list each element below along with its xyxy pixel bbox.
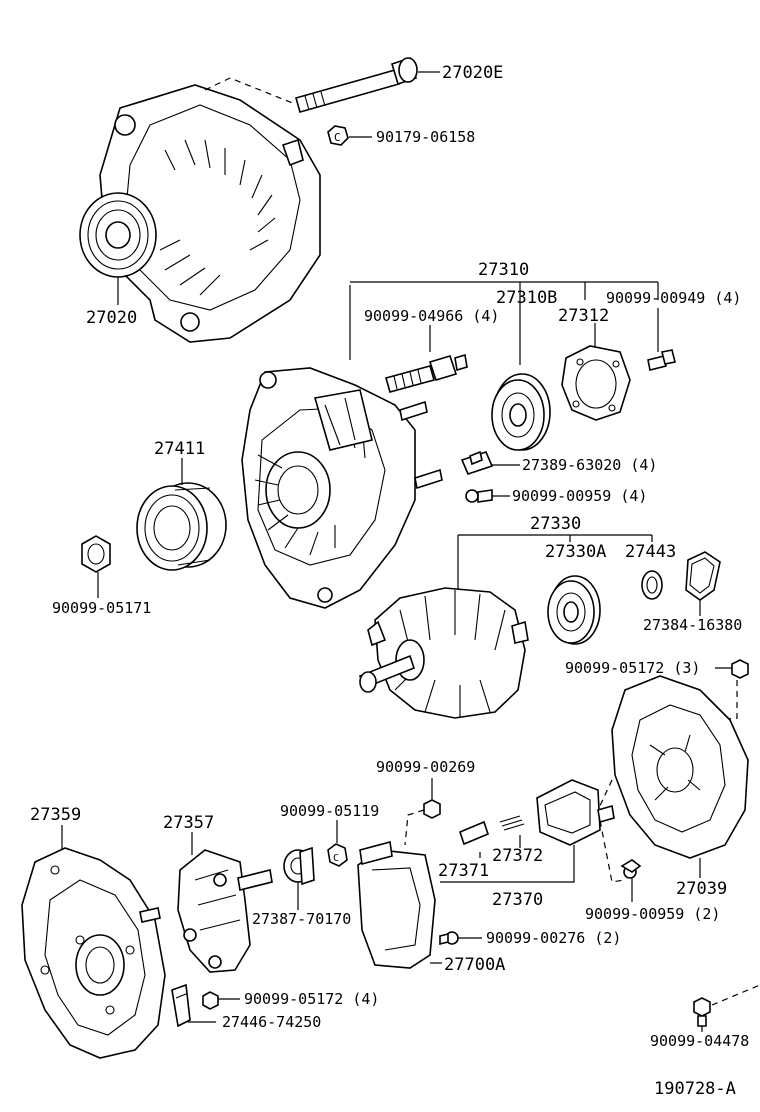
label-27312[interactable]: 27312 [558,306,609,326]
bearing-27330a-drawing [547,575,601,645]
screw-90099-00269-drawing [404,778,441,846]
nut-90099-05172-4-drawing [202,991,240,1010]
nut-90179-drawing: C [327,125,372,146]
label-90099-00269[interactable]: 90099-00269 [376,758,475,776]
cover-27384-drawing [685,551,721,616]
screw-90099-00276-drawing [439,931,482,946]
rectifier-27357-drawing [177,832,273,973]
svg-text:C: C [333,853,339,864]
drive-end-frame-drawing [241,367,443,609]
label-90099-05171[interactable]: 90099-05171 [52,599,151,617]
label-27389-63020[interactable]: 27389-63020 (4) [522,456,657,474]
label-27357[interactable]: 27357 [163,813,214,833]
label-27310b[interactable]: 27310B [496,288,557,308]
bearing-27310b-drawing [491,373,551,451]
label-27020[interactable]: 27020 [86,308,137,328]
brush-holder-27370-drawing [440,779,615,883]
svg-text:C: C [334,131,341,144]
label-90099-05172-4[interactable]: 90099-05172 (4) [244,990,379,1008]
label-90099-05172-3[interactable]: 90099-05172 (3) [565,659,700,677]
label-27372[interactable]: 27372 [492,846,543,866]
label-90099-00949[interactable]: 90099-00949 (4) [606,289,741,307]
label-27371[interactable]: 27371 [438,861,489,881]
group-bracket-27330 [457,534,653,590]
label-90179-06158[interactable]: 90179-06158 [376,128,475,146]
screw-90099-00959-4-drawing [465,489,510,503]
screw-90099-04478-drawing [693,984,760,1032]
diagram-id: 190728-A [654,1079,736,1099]
label-27384-16380[interactable]: 27384-16380 [643,616,742,634]
insulator-27389-drawing [460,450,520,475]
label-27359[interactable]: 27359 [30,805,81,825]
label-90099-05119[interactable]: 90099-05119 [280,802,379,820]
ring-27443-drawing [641,570,663,600]
label-90099-04478[interactable]: 90099-04478 [650,1032,749,1050]
label-90099-00959-4[interactable]: 90099-00959 (4) [512,487,647,505]
label-27370[interactable]: 27370 [492,890,543,910]
label-27446-74250[interactable]: 27446-74250 [222,1013,321,1031]
label-27443[interactable]: 27443 [625,542,676,562]
label-27310[interactable]: 27310 [478,260,529,280]
pulley-27411-drawing [136,458,227,571]
screw-90099-00949-drawing [647,349,676,371]
rear-frame-27039-drawing [611,675,749,878]
regulator-27700a-drawing [357,840,442,969]
label-27020e[interactable]: 27020E [442,63,503,83]
label-27330[interactable]: 27330 [530,514,581,534]
stud-90099-04966-drawing [385,353,468,393]
end-frame-27359-drawing [21,825,166,1059]
rotor-27330-drawing [359,587,529,719]
label-90099-00959-2[interactable]: 90099-00959 (2) [585,905,720,923]
group-bracket-27310 [349,281,659,365]
label-27700a[interactable]: 27700A [444,955,505,975]
insulator-27446-drawing [171,983,216,1028]
label-27039[interactable]: 27039 [676,879,727,899]
label-90099-04966[interactable]: 90099-04966 (4) [364,307,499,325]
label-90099-00276[interactable]: 90099-00276 (2) [486,929,621,947]
alternator-assembly-drawing [79,84,321,343]
part-labels: 27020E 90179-06158 27020 27310 27310B 90… [30,63,749,1099]
label-27411[interactable]: 27411 [154,439,205,459]
label-27330a[interactable]: 27330A [545,542,606,562]
terminal-insulator-drawing [283,846,315,910]
nut-90099-05172-3-drawing [714,659,749,721]
screw-90099-00959-2-drawing [597,779,642,902]
retainer-plate-27312-drawing [561,345,631,421]
label-27387-70170[interactable]: 27387-70170 [252,910,351,928]
through-bolt-drawing [204,56,440,113]
pulley-nut-drawing [81,535,111,598]
nut-90099-05119-drawing: C [327,820,348,867]
